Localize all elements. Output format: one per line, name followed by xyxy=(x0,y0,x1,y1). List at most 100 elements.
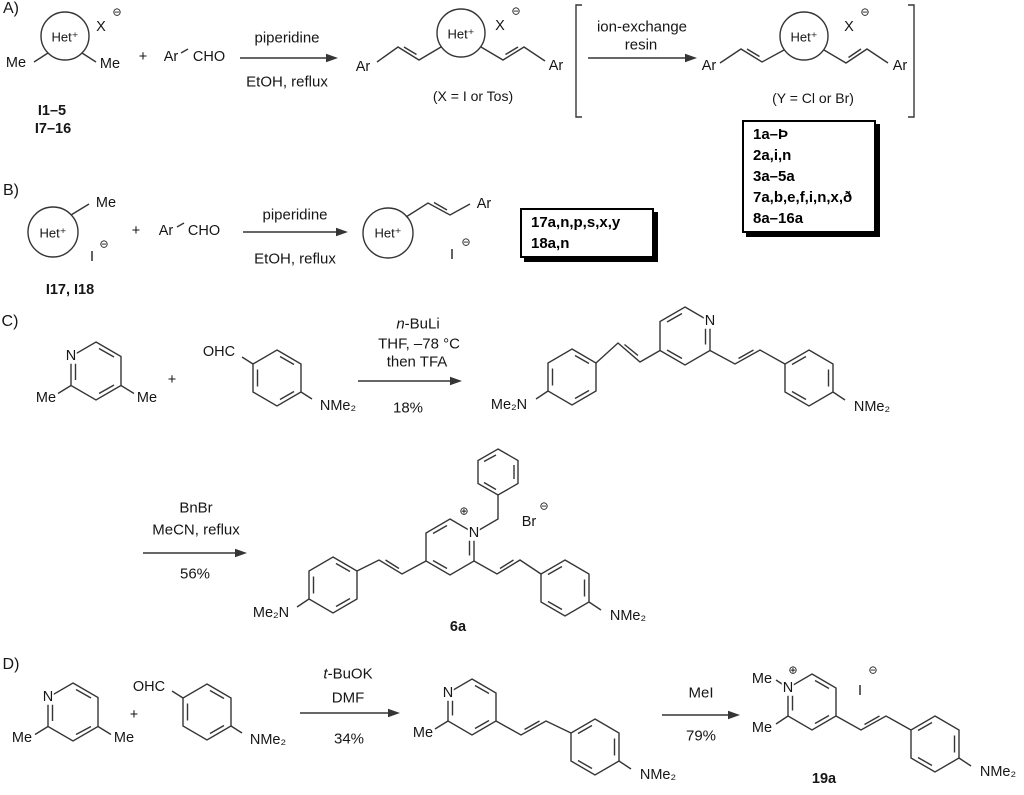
dimethylamino-label: NMe₂ xyxy=(609,607,647,624)
reactant-id: I17, I18 xyxy=(45,281,95,298)
reactant-id: I1–5 xyxy=(37,102,67,119)
minus-charge-icon: ⊖ xyxy=(112,6,122,19)
ion-exchange-text: ion-exchange xyxy=(596,18,688,36)
reagent-rest: -BuOK xyxy=(327,665,373,683)
plus-sign: + xyxy=(129,706,139,723)
conditions-reagent: MeI xyxy=(688,684,714,702)
aryl-label: Ar xyxy=(892,57,908,74)
iodide-label: I xyxy=(857,682,863,699)
yield-label: 34% xyxy=(333,730,365,748)
het-cation-label: Het⁺ xyxy=(790,29,818,45)
methyl-label: Me xyxy=(136,389,158,406)
minus-charge-icon: ⊖ xyxy=(461,236,471,249)
methyl-label: Me xyxy=(751,670,773,687)
minus-charge-icon: ⊖ xyxy=(99,238,109,251)
conditions-reagent: n-BuLi xyxy=(395,317,440,332)
yield-label: 56% xyxy=(179,565,211,583)
nitrogen-label: N xyxy=(64,347,78,364)
aryl-label: Ar xyxy=(701,57,717,74)
het-cation-label: Het⁺ xyxy=(447,26,475,42)
cho-label: CHO xyxy=(192,48,226,65)
scheme-b-label: B) xyxy=(3,182,19,199)
conditions-solvent: EtOH, reflux xyxy=(246,73,328,91)
right-bracket xyxy=(908,4,915,118)
scheme-a-arrow-1 xyxy=(240,53,338,63)
counterion-note: (Y = Cl or Br) xyxy=(772,90,854,106)
scheme-b-product-id-box: 17a,n,p,s,x,y 18a,n xyxy=(520,208,654,258)
plus-charge-icon: ⊕ xyxy=(788,664,798,677)
product-id: 7a,b,e,f,i,n,x,ð xyxy=(753,189,853,206)
dimethylamino-label: Me₂N xyxy=(490,396,528,413)
nitrogen-label: N xyxy=(41,688,55,705)
ion-exchange-text: resin xyxy=(624,36,658,54)
conditions-reagent: piperidine xyxy=(262,206,328,224)
bis-styryl-pyridine-structure xyxy=(535,306,846,407)
aryl-label: Ar xyxy=(163,48,179,65)
counterion-x-label: X xyxy=(844,18,854,35)
het-cation-label: Het⁺ xyxy=(374,225,402,241)
product-id: 17a,n,p,s,x,y xyxy=(531,214,621,231)
nitrogen-label: N xyxy=(781,679,795,696)
conditions-solvent: DMF xyxy=(331,689,365,707)
dimethylamino-label: NMe₂ xyxy=(249,731,287,748)
methyl-label: Me xyxy=(95,194,117,211)
product-id: 8a–16a xyxy=(753,210,804,227)
conditions-workup: then TFA xyxy=(386,353,448,371)
scheme-b-product-structure xyxy=(362,201,471,259)
nitrogen-label: N xyxy=(467,524,481,541)
styryl-picoline-structure xyxy=(434,678,632,776)
methyl-label: Me xyxy=(5,54,27,71)
het-cation-label: Het⁺ xyxy=(51,29,79,45)
iodide-label: I xyxy=(89,248,95,265)
plus-sign: + xyxy=(167,371,177,388)
left-bracket xyxy=(575,4,582,118)
scheme-d-arrow-1 xyxy=(300,708,400,718)
yield-label: 79% xyxy=(685,727,717,745)
plus-sign: + xyxy=(131,222,141,239)
scheme-a-product-id-box: 1a–Þ 2a,i,n 3a–5a 7a,b,e,f,i,n,x,ð 8a–16… xyxy=(742,120,876,233)
minus-charge-icon: ⊖ xyxy=(539,500,549,513)
scheme-a-exchanged-product-structure xyxy=(719,11,889,64)
nitrogen-label: N xyxy=(441,684,455,701)
minus-charge-icon: ⊖ xyxy=(511,5,521,18)
scheme-d-arrow-2 xyxy=(662,710,740,720)
methyl-label: Me xyxy=(751,719,773,736)
product-id: 18a,n xyxy=(531,235,570,252)
yield-label: 18% xyxy=(392,399,424,417)
scheme-c-label: C) xyxy=(1,313,19,330)
methyl-label: Me xyxy=(11,729,33,746)
scheme-b-reactant-structure xyxy=(27,203,185,258)
methyl-label: Me xyxy=(412,724,434,741)
bromide-label: Br xyxy=(521,513,537,530)
aryl-label: Ar xyxy=(476,195,492,212)
conditions-reagent: t-BuOK xyxy=(322,667,373,682)
scheme-c-arrow-1 xyxy=(358,376,462,386)
minus-charge-icon: ⊖ xyxy=(868,664,878,677)
conditions-reagent: BnBr xyxy=(179,499,213,517)
reactant-id: I7–16 xyxy=(34,120,72,137)
dimethylamino-label: NMe₂ xyxy=(319,397,357,414)
dimethylamino-label: Me₂N xyxy=(252,604,290,621)
aminobenzaldehyde-structure-c xyxy=(241,349,313,407)
ion-exchange-arrow xyxy=(588,53,697,63)
scheme-a-reactant-structure xyxy=(33,11,189,63)
counterion-x-label: X xyxy=(96,18,106,35)
aldehyde-label: OHC xyxy=(202,343,236,360)
counterion-note: (X = I or Tos) xyxy=(432,88,514,104)
plus-sign: + xyxy=(138,48,148,65)
scheme-a-label: A) xyxy=(3,0,19,17)
product-id: 1a–Þ xyxy=(753,126,789,143)
scheme-d-label: D) xyxy=(2,656,20,673)
reagent-italic-prefix: t xyxy=(323,665,328,683)
reagent-italic-prefix: n xyxy=(396,315,405,333)
plus-charge-icon: ⊕ xyxy=(459,505,469,518)
aminobenzaldehyde-structure-d xyxy=(171,683,243,741)
aryl-label: Ar xyxy=(355,58,371,75)
minus-charge-icon: ⊖ xyxy=(860,6,870,19)
scheme-b-arrow xyxy=(243,227,348,237)
methyl-label: Me xyxy=(35,389,57,406)
scheme-a-product-structure xyxy=(376,8,546,63)
product-id: 19a xyxy=(811,770,837,787)
conditions-solvent: EtOH, reflux xyxy=(254,250,336,268)
compound-6a-structure xyxy=(296,448,602,617)
